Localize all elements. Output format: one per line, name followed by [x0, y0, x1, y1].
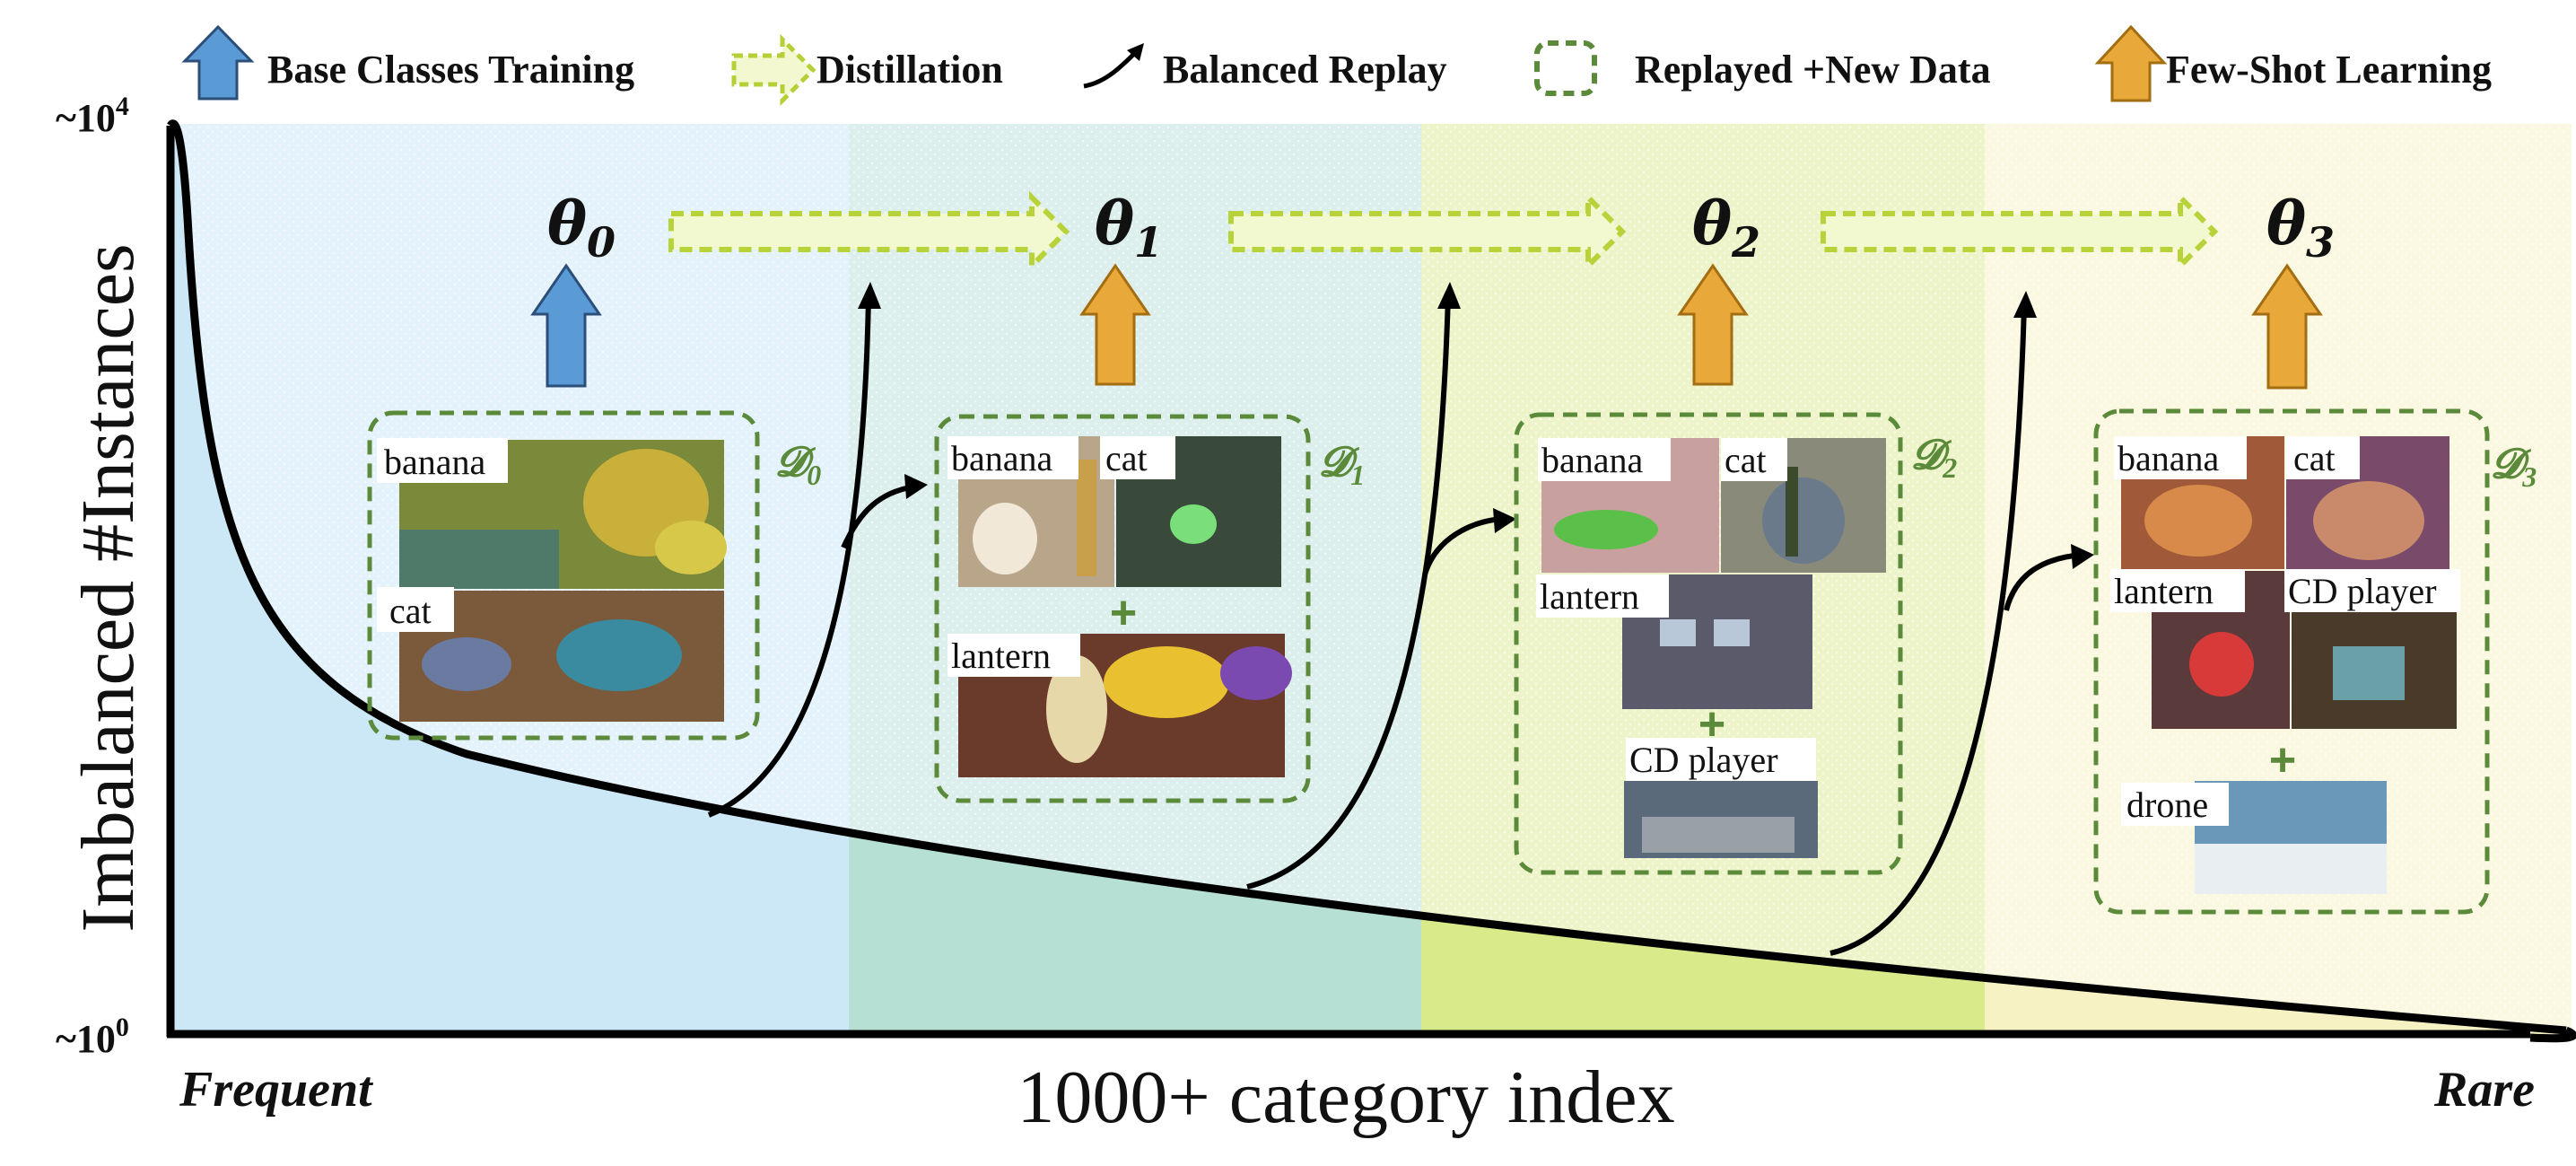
- dataset-box-0: 𝓓0 banana cat: [367, 410, 821, 741]
- legend-balanced-replay: Balanced Replay: [1083, 43, 1447, 92]
- svg-text:banana: banana: [2118, 438, 2220, 478]
- dashed-right-arrow-icon: [731, 33, 816, 107]
- few-shot-arrow-2: [1677, 263, 1749, 386]
- replay-arrowheads: [858, 282, 2094, 569]
- svg-text:lantern: lantern: [1540, 576, 1639, 617]
- svg-text:banana: banana: [1541, 440, 1644, 480]
- svg-text:CD player: CD player: [1629, 740, 1778, 780]
- x-axis-label: 1000+ category index: [1017, 1056, 1674, 1139]
- legend-few-shot: Few-Shot Learning: [2094, 24, 2492, 102]
- svg-text:Base Classes Training: Base Classes Training: [267, 48, 634, 92]
- few-shot-arrow-3: [2251, 263, 2323, 390]
- svg-text:cat: cat: [1105, 438, 1148, 478]
- replay-arrow-to-theta2: [1246, 295, 1451, 890]
- y-tick-top: ~104: [56, 92, 129, 140]
- legend-distillation: Distillation: [731, 33, 1003, 107]
- distillation-arrow-1-2: [1228, 190, 1627, 273]
- svg-text:Few-Shot Learning: Few-Shot Learning: [2166, 48, 2492, 92]
- legend-replayed-new-data: Replayed +New Data: [1534, 40, 1991, 96]
- dataset-box-1: 𝓓1 + banana cat lantern: [934, 414, 1365, 803]
- x-end-frequent: Frequent: [179, 1062, 373, 1118]
- svg-text:CD player: CD player: [2288, 571, 2437, 611]
- curve-tail: [2529, 1026, 2576, 1043]
- x-end-rare: Rare: [2433, 1062, 2535, 1118]
- svg-text:drone: drone: [2126, 785, 2208, 825]
- few-shot-arrow-1: [1079, 263, 1151, 386]
- plus-sign: +: [2269, 734, 2296, 786]
- legend-base-training: Base Classes Training: [181, 24, 634, 101]
- replay-arrow-to-d2: [1422, 516, 1505, 575]
- dashed-box-icon: [1534, 40, 1597, 96]
- theta-3: θ3: [2266, 188, 2335, 267]
- svg-text:banana: banana: [951, 438, 1053, 478]
- y-axis-label: Imbalanced #Instances: [66, 243, 150, 932]
- svg-text:lantern: lantern: [951, 636, 1051, 676]
- up-arrow-icon: [2094, 24, 2168, 102]
- svg-text:banana: banana: [384, 442, 486, 482]
- up-arrow-icon: [181, 24, 255, 101]
- replay-arrow-to-theta3: [1829, 304, 2027, 956]
- svg-text:Distillation: Distillation: [816, 48, 1003, 92]
- svg-text:cat: cat: [2293, 438, 2336, 478]
- replay-arrow-to-d3: [2004, 552, 2083, 611]
- distillation-arrow-2-3: [1821, 190, 2219, 273]
- svg-text:Balanced Replay: Balanced Replay: [1163, 48, 1447, 92]
- balanced-replay-arrows: [707, 295, 2083, 956]
- plus-sign: +: [1110, 587, 1137, 639]
- distillation-arrow-0-1: [668, 190, 1070, 273]
- theta-2: θ2: [1692, 188, 1760, 267]
- dataset-label-1: 𝓓1: [1319, 439, 1365, 491]
- distillation-arrows: [668, 190, 2219, 273]
- long-tail-curve: [167, 119, 2567, 1035]
- theta-1: θ1: [1095, 188, 1163, 267]
- replay-arrow-to-theta1: [707, 295, 871, 818]
- dataset-box-3: 𝓓3 + banana cat lantern CD player drone: [2093, 408, 2537, 915]
- legend: Base Classes Training Distillation Balan…: [181, 24, 2492, 107]
- replay-arrow-to-d1: [841, 484, 916, 549]
- y-tick-bottom: ~100: [56, 1013, 129, 1061]
- dataset-label-2: 𝓓2: [1911, 432, 1957, 484]
- dataset-box-2: 𝓓2 + banana cat lantern CD player: [1514, 412, 1957, 875]
- svg-text:lantern: lantern: [2114, 571, 2214, 611]
- svg-text:Replayed +New Data: Replayed +New Data: [1635, 48, 1991, 92]
- base-training-arrow: [530, 263, 602, 388]
- curved-arrow-icon: [1083, 48, 1140, 89]
- svg-text:cat: cat: [1725, 440, 1767, 480]
- theta-0: θ0: [547, 188, 616, 267]
- svg-text:cat: cat: [389, 591, 432, 631]
